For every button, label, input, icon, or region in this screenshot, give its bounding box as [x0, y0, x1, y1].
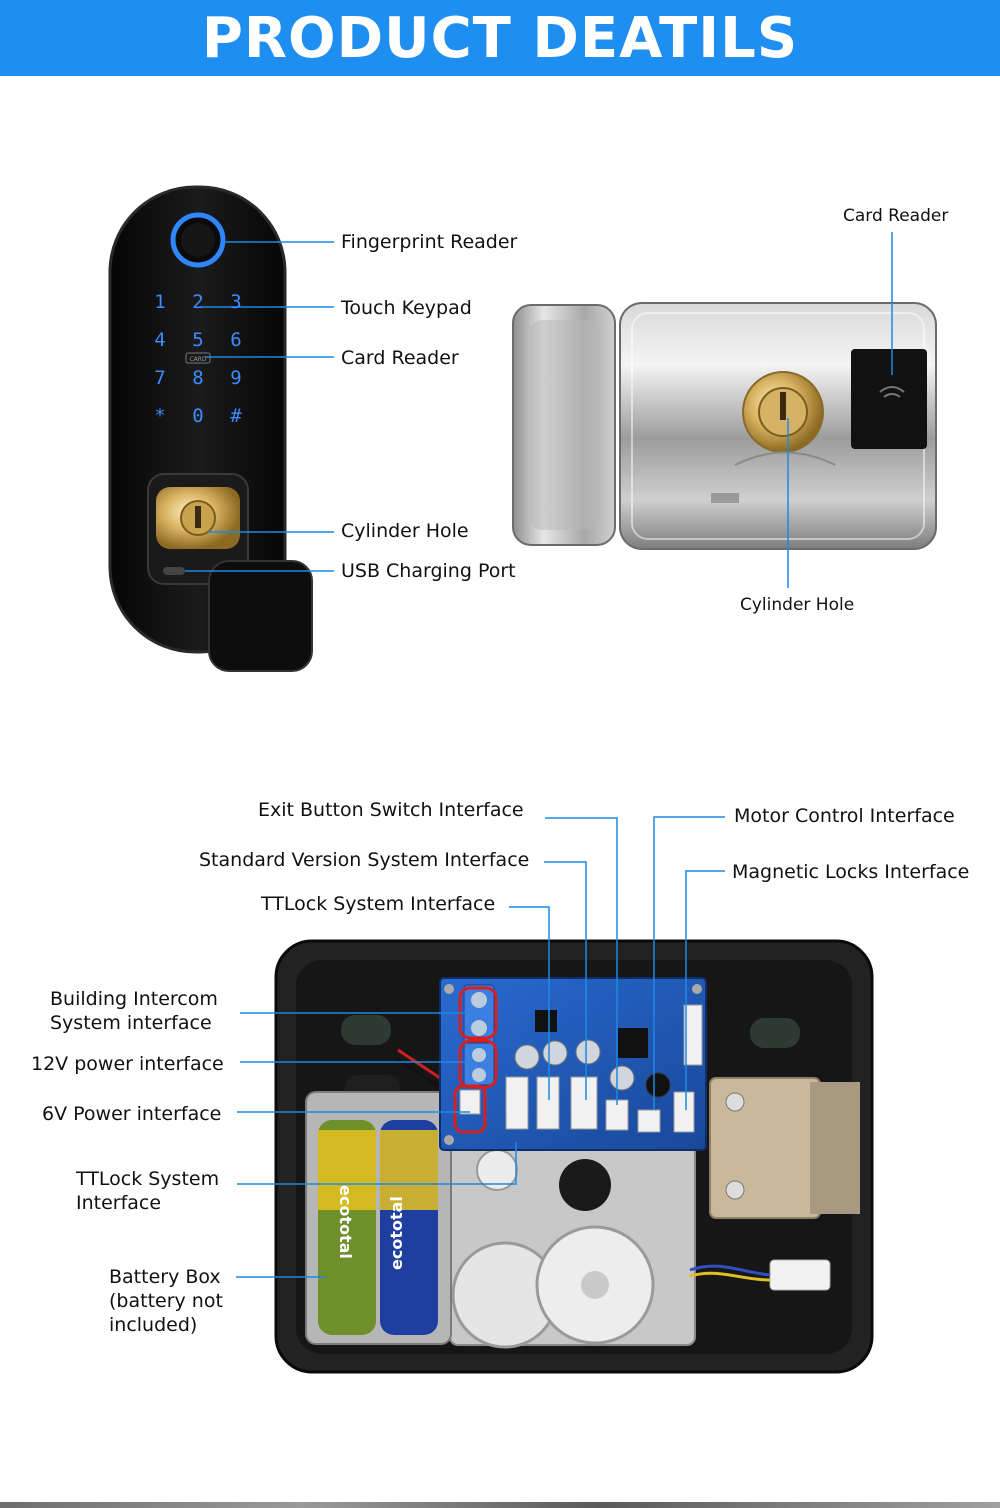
rubber-pad-left: [341, 1015, 391, 1045]
label-ttlock-left: TTLock System Interface: [76, 1167, 219, 1215]
nfc-icon: [879, 386, 905, 398]
wire-connector: [769, 1259, 831, 1291]
label-battery-line1: Battery Box: [109, 1266, 221, 1288]
label-touch-keypad: Touch Keypad: [341, 297, 472, 319]
label-building-intercom: Building Intercom System interface: [50, 987, 218, 1035]
label-standard-version: Standard Version System Interface: [199, 849, 530, 871]
label-12v-power: 12V power interface: [31, 1053, 224, 1075]
callout-lines: [185, 232, 893, 1278]
key-9: 9: [230, 367, 241, 389]
key-6: 6: [230, 329, 241, 351]
key-7: 7: [154, 367, 165, 389]
label-battery-line2: (battery not: [109, 1290, 223, 1312]
key-5: 5: [192, 329, 203, 351]
highlight-6v: [453, 1084, 487, 1134]
keypad-handle: [208, 560, 313, 672]
label-magnetic-locks: Magnetic Locks Interface: [732, 861, 970, 883]
label-cylinder-hole-rim: Cylinder Hole: [740, 595, 855, 615]
gear-hole: [559, 1159, 611, 1211]
label-exit-button: Exit Button Switch Interface: [258, 799, 524, 821]
label-cylinder-hole-keypad: Cylinder Hole: [341, 520, 469, 542]
label-card-reader-keypad: Card Reader: [341, 347, 459, 369]
keypad-digits: 1 2 3 4 5 6 7 8 9 * 0 #: [154, 291, 242, 427]
label-fingerprint-reader: Fingerprint Reader: [341, 231, 518, 253]
battery-brand-1: ecototal: [336, 1185, 355, 1259]
label-motor-control: Motor Control Interface: [734, 805, 955, 827]
control-box: [274, 939, 874, 1374]
card-badge: CARD: [189, 356, 206, 363]
label-card-reader-rim: Card Reader: [843, 206, 949, 226]
key-1: 1: [154, 291, 165, 313]
battery-brand-2: ecototal: [387, 1196, 406, 1270]
card-badge-box: [185, 352, 211, 364]
usb-port-icon: [163, 567, 185, 575]
keypad-lock: [108, 185, 313, 672]
rim-card-reader-pad: [851, 349, 927, 449]
label-ttlock-top: TTLock System Interface: [261, 893, 496, 915]
key-2: 2: [192, 291, 203, 313]
bottom-strip: [0, 1502, 1000, 1508]
page-title: PRODUCT DEATILS: [201, 5, 799, 71]
header-banner: PRODUCT DEATILS: [0, 0, 1000, 76]
label-battery-line3: included): [109, 1314, 198, 1336]
label-building-intercom-line2: System interface: [50, 1012, 212, 1034]
rubber-pad-right: [750, 1018, 800, 1048]
label-usb-charging-port: USB Charging Port: [341, 560, 516, 582]
key-3: 3: [230, 291, 241, 313]
key-0: 0: [192, 405, 203, 427]
label-building-intercom-line1: Building Intercom: [50, 988, 218, 1010]
label-ttlock-left-line1: TTLock System: [76, 1168, 220, 1190]
key-4: 4: [154, 329, 165, 351]
label-ttlock-left-line2: Interface: [76, 1192, 162, 1214]
rim-lock: [512, 302, 937, 550]
key-8: 8: [192, 367, 203, 389]
key-hash: #: [230, 405, 242, 427]
label-battery-box: Battery Box (battery not included): [109, 1265, 223, 1337]
label-6v-power: 6V Power interface: [42, 1103, 222, 1125]
key-star: *: [154, 405, 165, 427]
